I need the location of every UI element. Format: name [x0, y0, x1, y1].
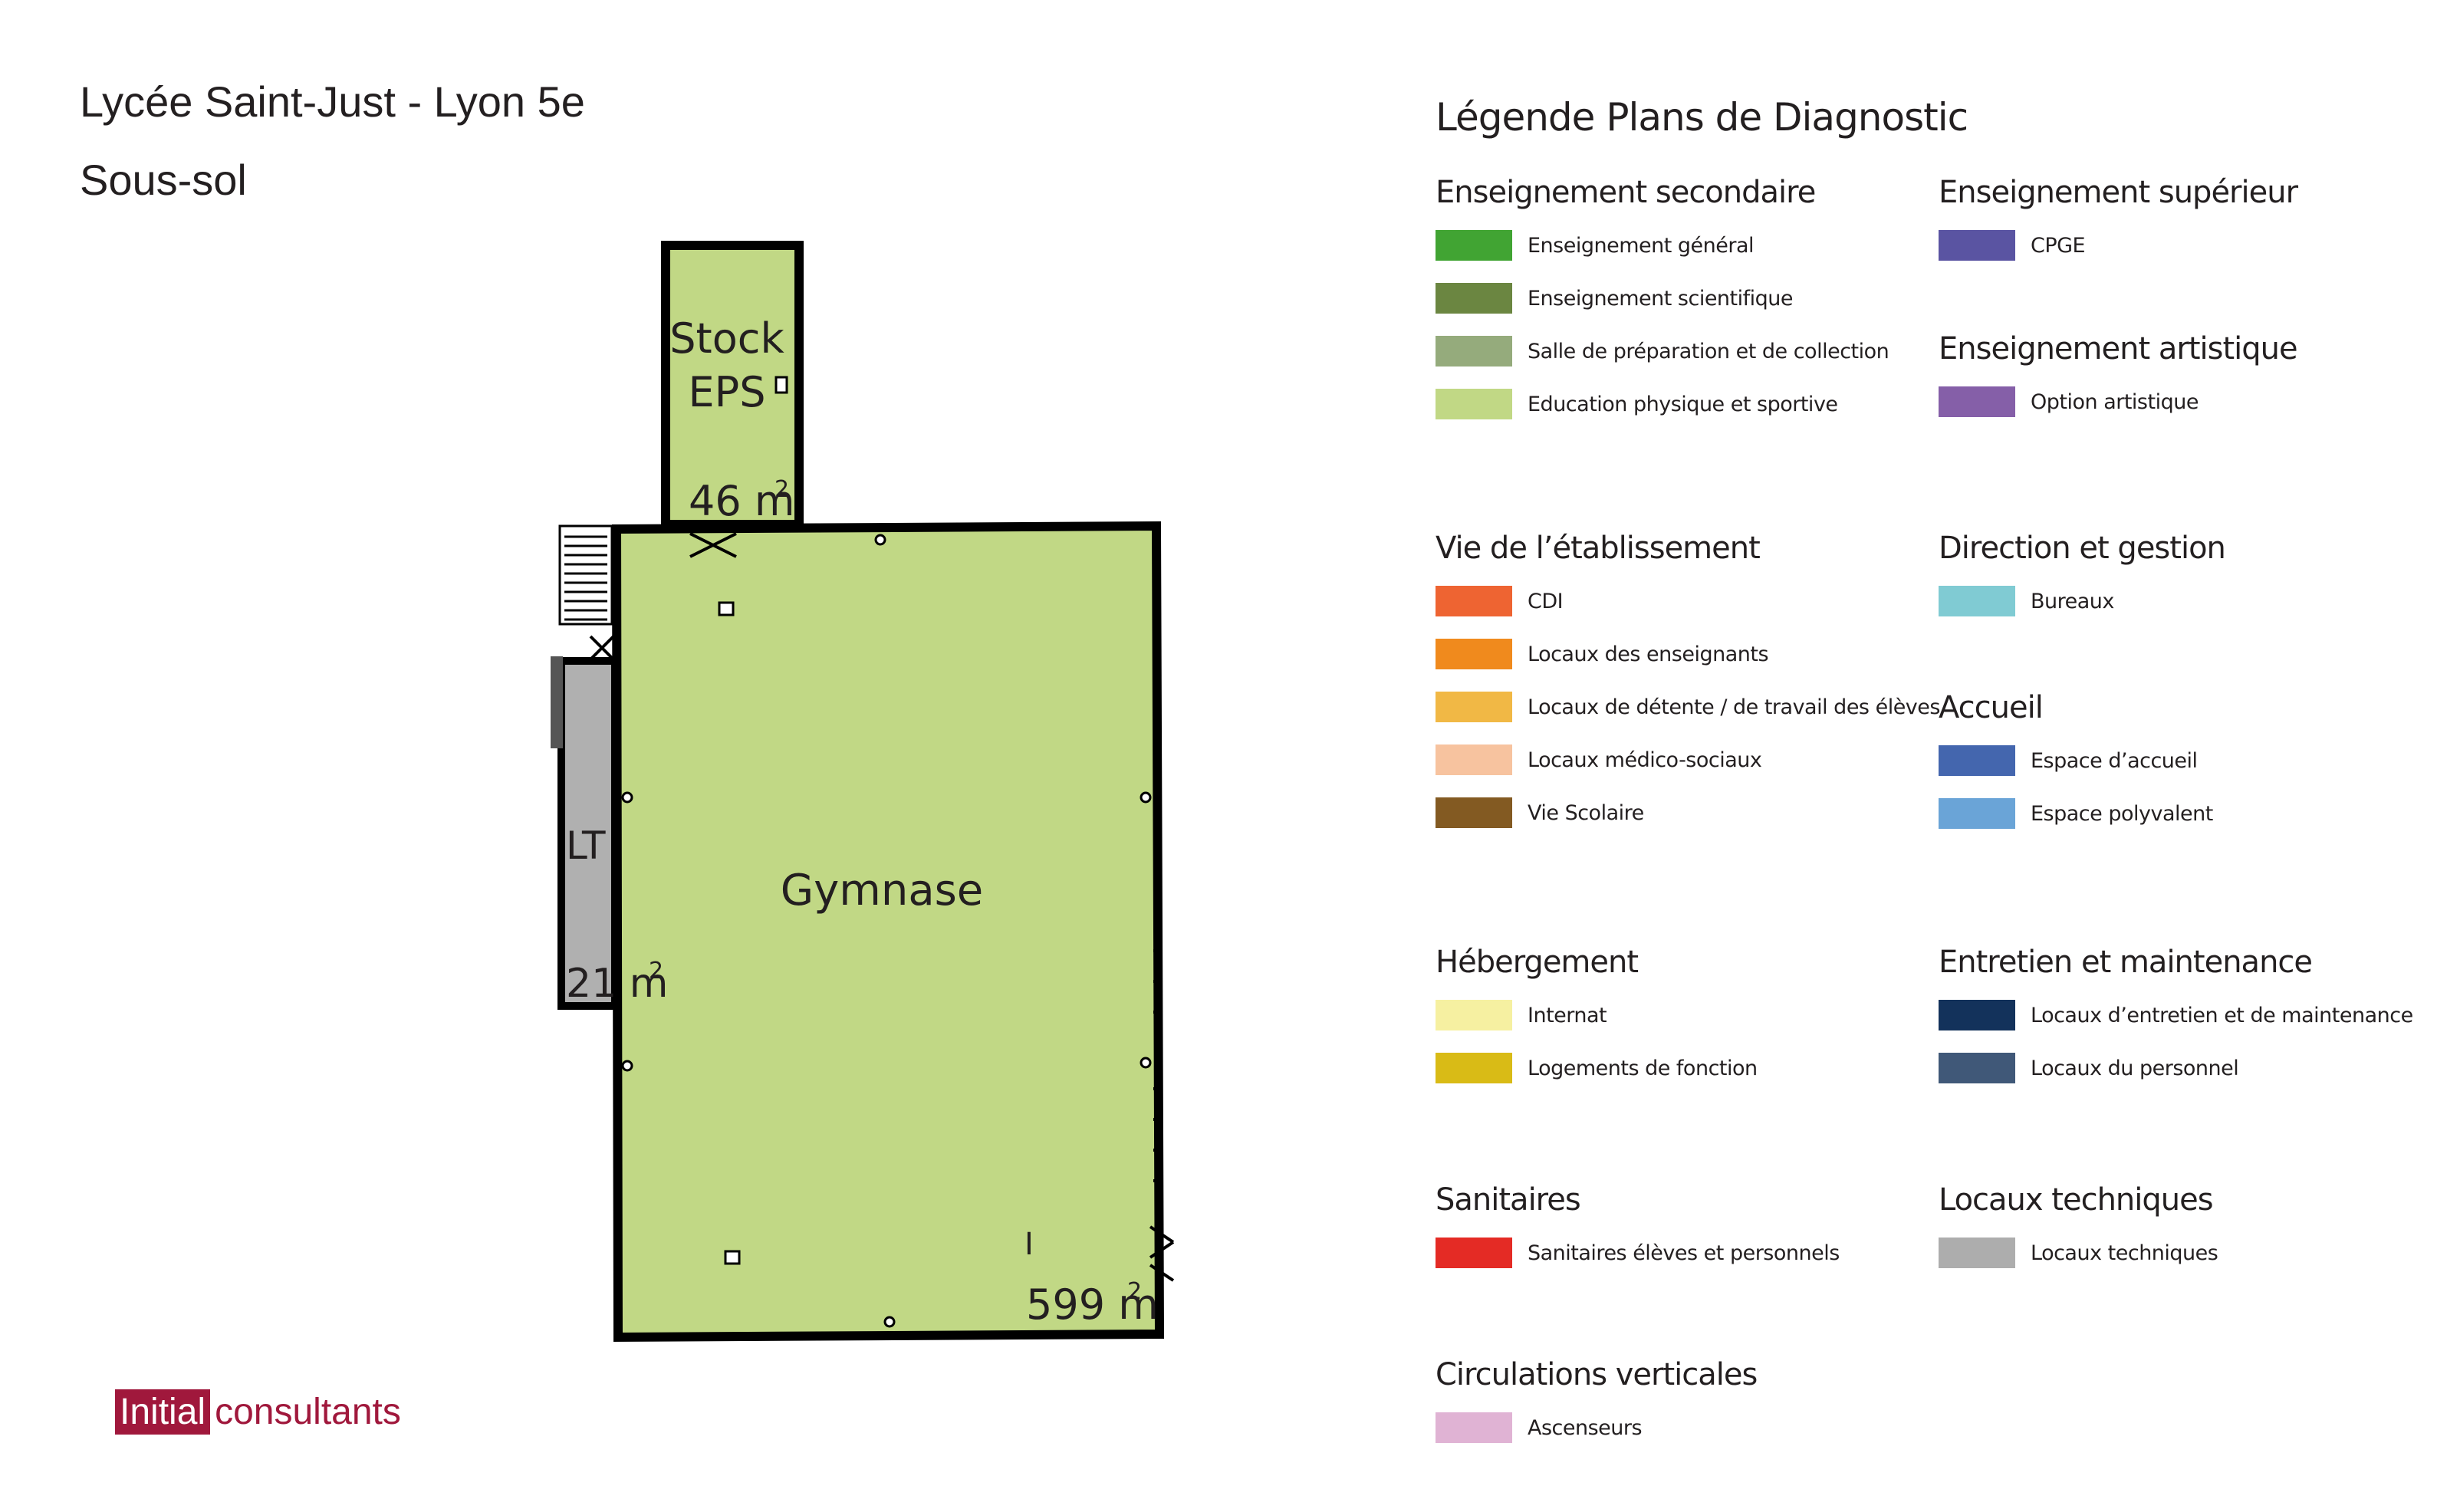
legend-item-label: Vie Scolaire [1528, 800, 1644, 825]
legend-swatch [1436, 586, 1512, 616]
room-stock-eps-label-1: Stock [669, 314, 784, 363]
legend-item: Enseignement scientifique [1436, 281, 1794, 315]
legend-item: Espace d’accueil [1939, 744, 2198, 777]
legend-item: Salle de préparation et de collection [1436, 334, 1889, 368]
lt-wall-segment [551, 656, 563, 748]
legend-item-label: Locaux des enseignants [1528, 642, 1769, 666]
legend-swatch [1939, 798, 2015, 829]
window-ticks [1153, 581, 1161, 1182]
legend-swatch [1939, 386, 2015, 417]
legend-item-label: Bureaux [2031, 589, 2114, 613]
legend-category-title: Enseignement secondaire [1436, 175, 1816, 210]
legend-swatch [1939, 230, 2015, 261]
legend-category-title: Accueil [1939, 690, 2044, 725]
legend-item: Logements de fonction [1436, 1051, 1758, 1085]
legend-item: Locaux de détente / de travail des élève… [1436, 690, 1940, 724]
legend-category-title: Enseignement supérieur [1939, 175, 2298, 210]
legend-swatch [1436, 639, 1512, 669]
legend-swatch [1939, 745, 2015, 776]
legend-item-label: CPGE [2031, 233, 2086, 258]
room-lt-area: 21 m [566, 961, 668, 1007]
legend-category-title: Circulations verticales [1436, 1357, 1758, 1392]
legend-item-label: Locaux de détente / de travail des élève… [1528, 695, 1940, 719]
room-lt-area-exp: 2 [649, 958, 663, 984]
door-icon [589, 532, 1175, 1282]
room-gymnase-area: 599 m [1026, 1280, 1159, 1329]
legend-category-title: Direction et gestion [1939, 531, 2226, 566]
legend-item: Locaux techniques [1939, 1236, 2218, 1270]
legend-item-label: Ascenseurs [1528, 1415, 1643, 1440]
legend-swatch [1436, 230, 1512, 261]
legend-item: Option artistique [1939, 385, 2199, 419]
legend-item-label: Espace polyvalent [2031, 801, 2213, 826]
legend-item: CPGE [1939, 228, 2086, 262]
floor-plan: Stock EPS 46 m 2 Gymnase 599 m 2 I LT 21… [551, 241, 1175, 1343]
legend-item: Locaux des enseignants [1436, 637, 1769, 671]
legend-item-label: Locaux techniques [2031, 1241, 2218, 1265]
legend-item: Ascenseurs [1436, 1411, 1643, 1445]
legend-category-title: Sanitaires [1436, 1182, 1581, 1218]
room-gymnase-label: Gymnase [781, 866, 984, 915]
room-gymnase-area-exp: 2 [1127, 1278, 1142, 1305]
legend-item: Locaux d’entretien et de maintenance [1939, 998, 2413, 1032]
legend-item-label: Locaux médico-sociaux [1528, 748, 1762, 772]
legend-item-label: Sanitaires élèves et personnels [1528, 1241, 1840, 1265]
legend-swatch [1436, 336, 1512, 366]
legend-category-title: Hébergement [1436, 945, 1639, 980]
legend-item-label: Enseignement général [1528, 233, 1755, 258]
legend-item-label: Logements de fonction [1528, 1056, 1758, 1080]
legend-item: CDI [1436, 584, 1564, 618]
room-lt-fill [557, 657, 619, 1010]
legend-category-title: Entretien et maintenance [1939, 945, 2313, 980]
company-logo: Initial consultants [115, 1389, 401, 1435]
column-markers [621, 376, 1152, 1328]
legend-item: Espace polyvalent [1939, 797, 2213, 830]
legend-swatch [1436, 389, 1512, 419]
room-stock-eps-label-2: EPS [689, 368, 766, 416]
legend-swatch [1436, 744, 1512, 775]
legend-swatch [1436, 1000, 1512, 1030]
legend-item: Enseignement général [1436, 228, 1755, 262]
logo-part-1: Initial [115, 1389, 211, 1435]
legend-item-label: Espace d’accueil [2031, 748, 2198, 773]
room-lt-label: LT [566, 823, 606, 868]
page-subtitle: Sous-sol [80, 156, 247, 204]
room-gymnase-fill [611, 521, 1165, 1343]
legend-swatch [1436, 1238, 1512, 1268]
legend-swatch [1939, 1000, 2015, 1030]
legend-item-label: CDI [1528, 589, 1564, 613]
legend-item: Sanitaires élèves et personnels [1436, 1236, 1840, 1270]
stairs-icon [558, 524, 613, 626]
legend-item-label: Option artistique [2031, 390, 2199, 414]
legend-category-title: Vie de l’établissement [1436, 531, 1761, 566]
page-title: Lycée Saint-Just - Lyon 5e [80, 77, 585, 126]
legend-item-label: Internat [1528, 1003, 1607, 1027]
legend-item: Vie Scolaire [1436, 796, 1644, 830]
legend-swatch [1436, 1412, 1512, 1443]
logo-part-2: consultants [215, 1392, 401, 1432]
legend-item-label: Locaux du personnel [2031, 1056, 2239, 1080]
legend-item-label: Locaux d’entretien et de maintenance [2031, 1003, 2413, 1027]
legend-item: Locaux médico-sociaux [1436, 743, 1762, 777]
legend-item: Internat [1436, 998, 1607, 1032]
legend-swatch [1939, 586, 2015, 616]
legend-item-label: Enseignement scientifique [1528, 286, 1794, 311]
room-marker: I [1024, 1227, 1034, 1262]
legend-category-title: Locaux techniques [1939, 1182, 2214, 1218]
room-stock-eps-area-exp: 2 [775, 476, 789, 503]
legend-item-label: Salle de préparation et de collection [1528, 339, 1889, 363]
legend-swatch [1436, 797, 1512, 828]
room-stock-eps-area: 46 m [689, 477, 794, 525]
legend-title: Légende Plans de Diagnostic [1436, 95, 1968, 140]
legend-swatch [1436, 692, 1512, 722]
legend-item: Education physique et sportive [1436, 387, 1838, 421]
legend-swatch [1436, 283, 1512, 314]
legend-item: Bureaux [1939, 584, 2114, 618]
legend-item-label: Education physique et sportive [1528, 392, 1838, 416]
legend-swatch [1939, 1238, 2015, 1268]
legend-swatch [1436, 1053, 1512, 1083]
legend-category-title: Enseignement artistique [1939, 331, 2298, 366]
legend-swatch [1939, 1053, 2015, 1083]
legend-item: Locaux du personnel [1939, 1051, 2239, 1085]
